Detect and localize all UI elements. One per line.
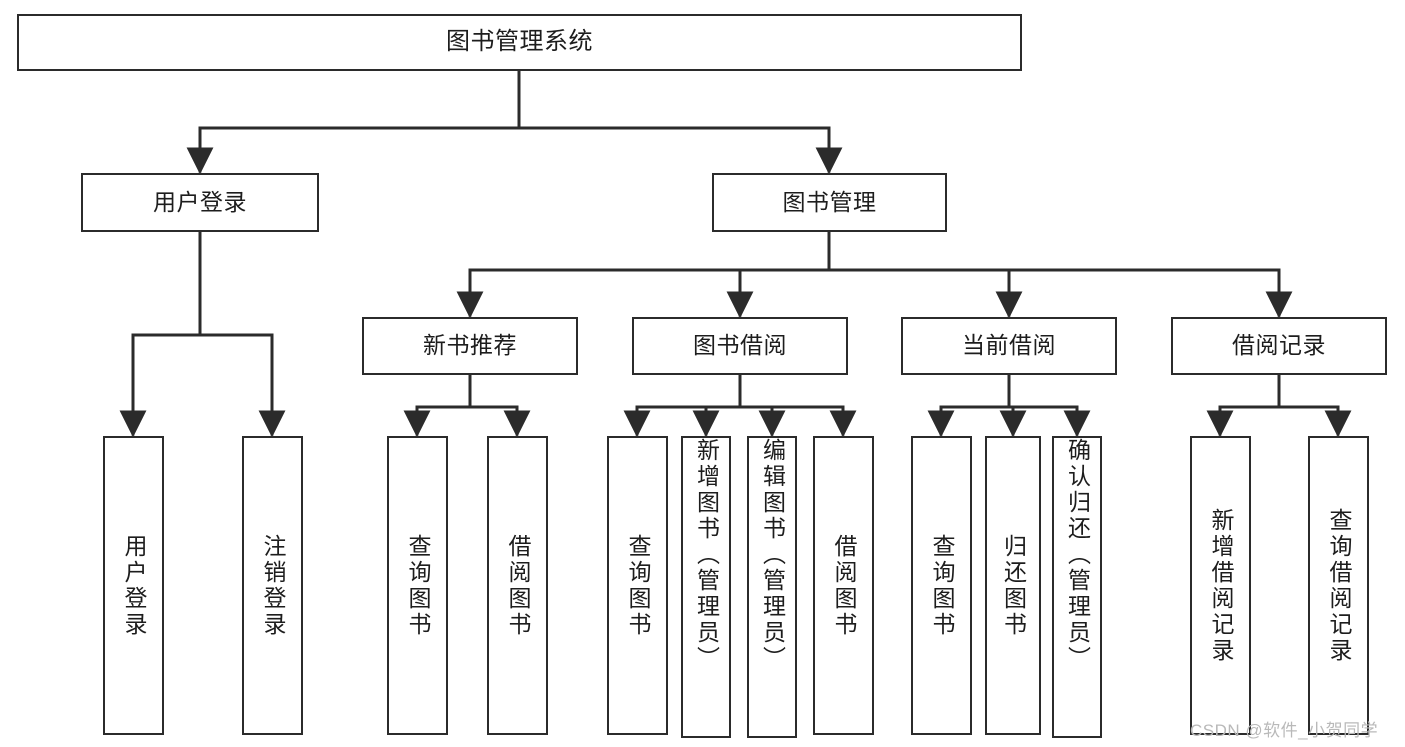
node-label: 当前借阅 [962, 332, 1056, 359]
node-leaf-12[interactable]: 新增借阅记录 [1190, 436, 1251, 735]
node-label: 用户登录 [121, 533, 147, 638]
node-label: 新书推荐 [423, 332, 517, 359]
node-label: 查询图书 [929, 533, 955, 638]
node-label: 图书管理 [782, 188, 877, 215]
node-leaf-9[interactable]: 查询图书 [911, 436, 972, 735]
node-label: 新增图书（管理员） [693, 438, 720, 672]
node-leaf-11[interactable]: 确认归还（管理员） [1052, 436, 1102, 738]
node-label: 新增借阅记录 [1208, 507, 1234, 664]
node-leaf-2[interactable]: 注销登录 [242, 436, 303, 735]
node-leaf-6[interactable]: 新增图书（管理员） [681, 436, 731, 738]
node-root[interactable]: 图书管理系统 [17, 14, 1022, 71]
node-leaf-3[interactable]: 查询图书 [387, 436, 448, 735]
node-label: 查询图书 [625, 533, 651, 638]
node-leaf-8[interactable]: 借阅图书 [813, 436, 874, 735]
node-leaf-10[interactable]: 归还图书 [985, 436, 1041, 735]
node-label: 图书管理系统 [446, 28, 593, 56]
node-label: 编辑图书（管理员） [759, 438, 786, 672]
node-leaf-5[interactable]: 查询图书 [607, 436, 668, 735]
node-leaf-13[interactable]: 查询借阅记录 [1308, 436, 1369, 735]
node-level2-2[interactable]: 图书借阅 [632, 317, 848, 375]
node-label: 注销登录 [260, 533, 286, 638]
node-leaf-1[interactable]: 用户登录 [103, 436, 164, 735]
node-label: 归还图书 [1000, 533, 1027, 638]
node-level2-1[interactable]: 新书推荐 [362, 317, 578, 375]
node-level2-3[interactable]: 当前借阅 [901, 317, 1117, 375]
node-label: 查询借阅记录 [1326, 507, 1352, 664]
node-level1-1[interactable]: 用户登录 [81, 173, 319, 232]
node-label: 图书借阅 [693, 332, 787, 359]
csdn-watermark: CSDN @软件_小贺同学 [1190, 721, 1379, 740]
node-leaf-7[interactable]: 编辑图书（管理员） [747, 436, 797, 738]
node-label: 借阅图书 [505, 533, 531, 638]
node-label: 查询图书 [405, 533, 431, 638]
node-label: 借阅记录 [1232, 332, 1326, 359]
node-level1-2[interactable]: 图书管理 [712, 173, 947, 232]
node-leaf-4[interactable]: 借阅图书 [487, 436, 548, 735]
node-label: 确认归还（管理员） [1064, 438, 1091, 672]
node-label: 借阅图书 [831, 533, 857, 638]
node-level2-4[interactable]: 借阅记录 [1171, 317, 1387, 375]
node-label: 用户登录 [153, 188, 247, 215]
